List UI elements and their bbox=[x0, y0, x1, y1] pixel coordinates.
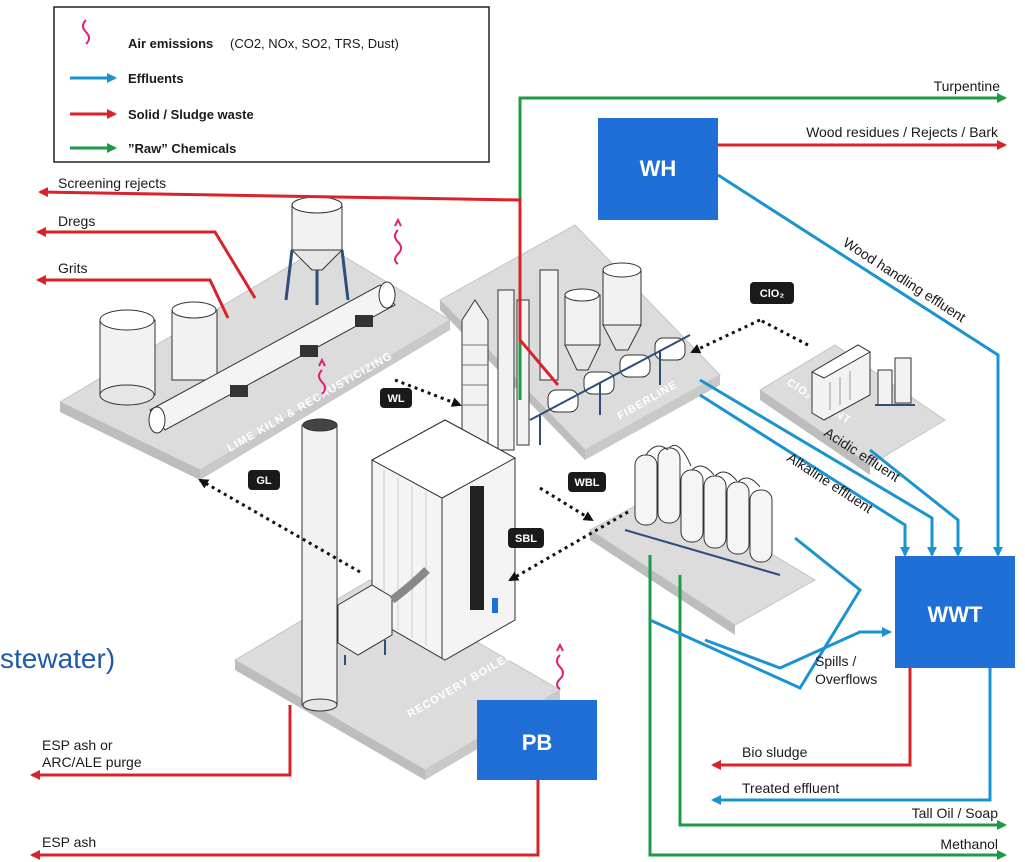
flow-label-wood-residues: Wood residues / Rejects / Bark bbox=[806, 124, 999, 140]
flow-label-spills: Spills / bbox=[815, 653, 856, 669]
emission-icon bbox=[318, 369, 326, 395]
flow-label-esp-ash-or: ESP ash or bbox=[42, 737, 113, 753]
flow-label-screening-rejects: Screening rejects bbox=[58, 175, 166, 191]
clo2-plant-equipment bbox=[810, 344, 915, 421]
flow-label-esp-ash: ESP ash bbox=[42, 834, 96, 850]
flow-label-arc-ale-purge: ARC/ALE purge bbox=[42, 754, 142, 770]
flow-label-dregs: Dregs bbox=[58, 213, 95, 229]
unit-wh-label: WH bbox=[640, 156, 677, 181]
svg-text:WBL: WBL bbox=[574, 477, 599, 489]
flow-label-tall-oil: Tall Oil / Soap bbox=[912, 805, 999, 821]
tag-gl: GL bbox=[248, 470, 280, 490]
svg-text:WL: WL bbox=[387, 393, 404, 405]
tag-clo2: ClO₂ bbox=[750, 282, 794, 304]
flow-label-treated-effluent: Treated effluent bbox=[742, 780, 839, 796]
overlay-wastewater-fragment: stewater) bbox=[0, 643, 115, 674]
flow-label-overflows: Overflows bbox=[815, 671, 877, 687]
flow-label-grits: Grits bbox=[58, 260, 88, 276]
svg-text:ClO₂: ClO₂ bbox=[760, 288, 785, 300]
svg-text:SBL: SBL bbox=[515, 533, 537, 545]
unit-wwt-label: WWT bbox=[928, 602, 984, 627]
legend-air-emissions-label: Air emissions bbox=[128, 36, 213, 51]
legend: Air emissions (CO2, NOx, SO2, TRS, Dust)… bbox=[53, 6, 490, 163]
legend-effluents-label: Effluents bbox=[128, 71, 184, 86]
tag-wl: WL bbox=[380, 388, 412, 408]
tag-sbl: SBL bbox=[508, 528, 544, 548]
svg-text:GL: GL bbox=[256, 475, 272, 487]
unit-wwt: WWT bbox=[895, 556, 1015, 668]
legend-raw-chemicals-label: ”Raw” Chemicals bbox=[128, 141, 236, 156]
tag-wbl: WBL bbox=[568, 472, 606, 492]
air-emissions bbox=[318, 217, 564, 690]
flow-label-methanol: Methanol bbox=[940, 836, 998, 852]
unit-wh: WH bbox=[598, 118, 718, 220]
unit-pb-label: PB bbox=[522, 730, 553, 755]
fiberline-equipment bbox=[461, 262, 691, 466]
unit-pb: PB bbox=[477, 700, 597, 780]
evaporation-equipment bbox=[624, 444, 781, 576]
emission-icon bbox=[394, 229, 402, 265]
emission-icon bbox=[556, 654, 564, 690]
emission-icon bbox=[82, 19, 90, 45]
flow-label-turpentine: Turpentine bbox=[934, 78, 1001, 94]
legend-air-emissions-detail: (CO2, NOx, SO2, TRS, Dust) bbox=[230, 36, 399, 51]
flow-label-wood-handling-effluent: Wood handling effluent bbox=[840, 234, 968, 325]
flow-label-bio-sludge: Bio sludge bbox=[742, 744, 808, 760]
lime-kiln-equipment bbox=[99, 196, 396, 434]
recovery-boiler-equipment bbox=[301, 418, 517, 712]
legend-solid-waste-label: Solid / Sludge waste bbox=[128, 107, 254, 122]
